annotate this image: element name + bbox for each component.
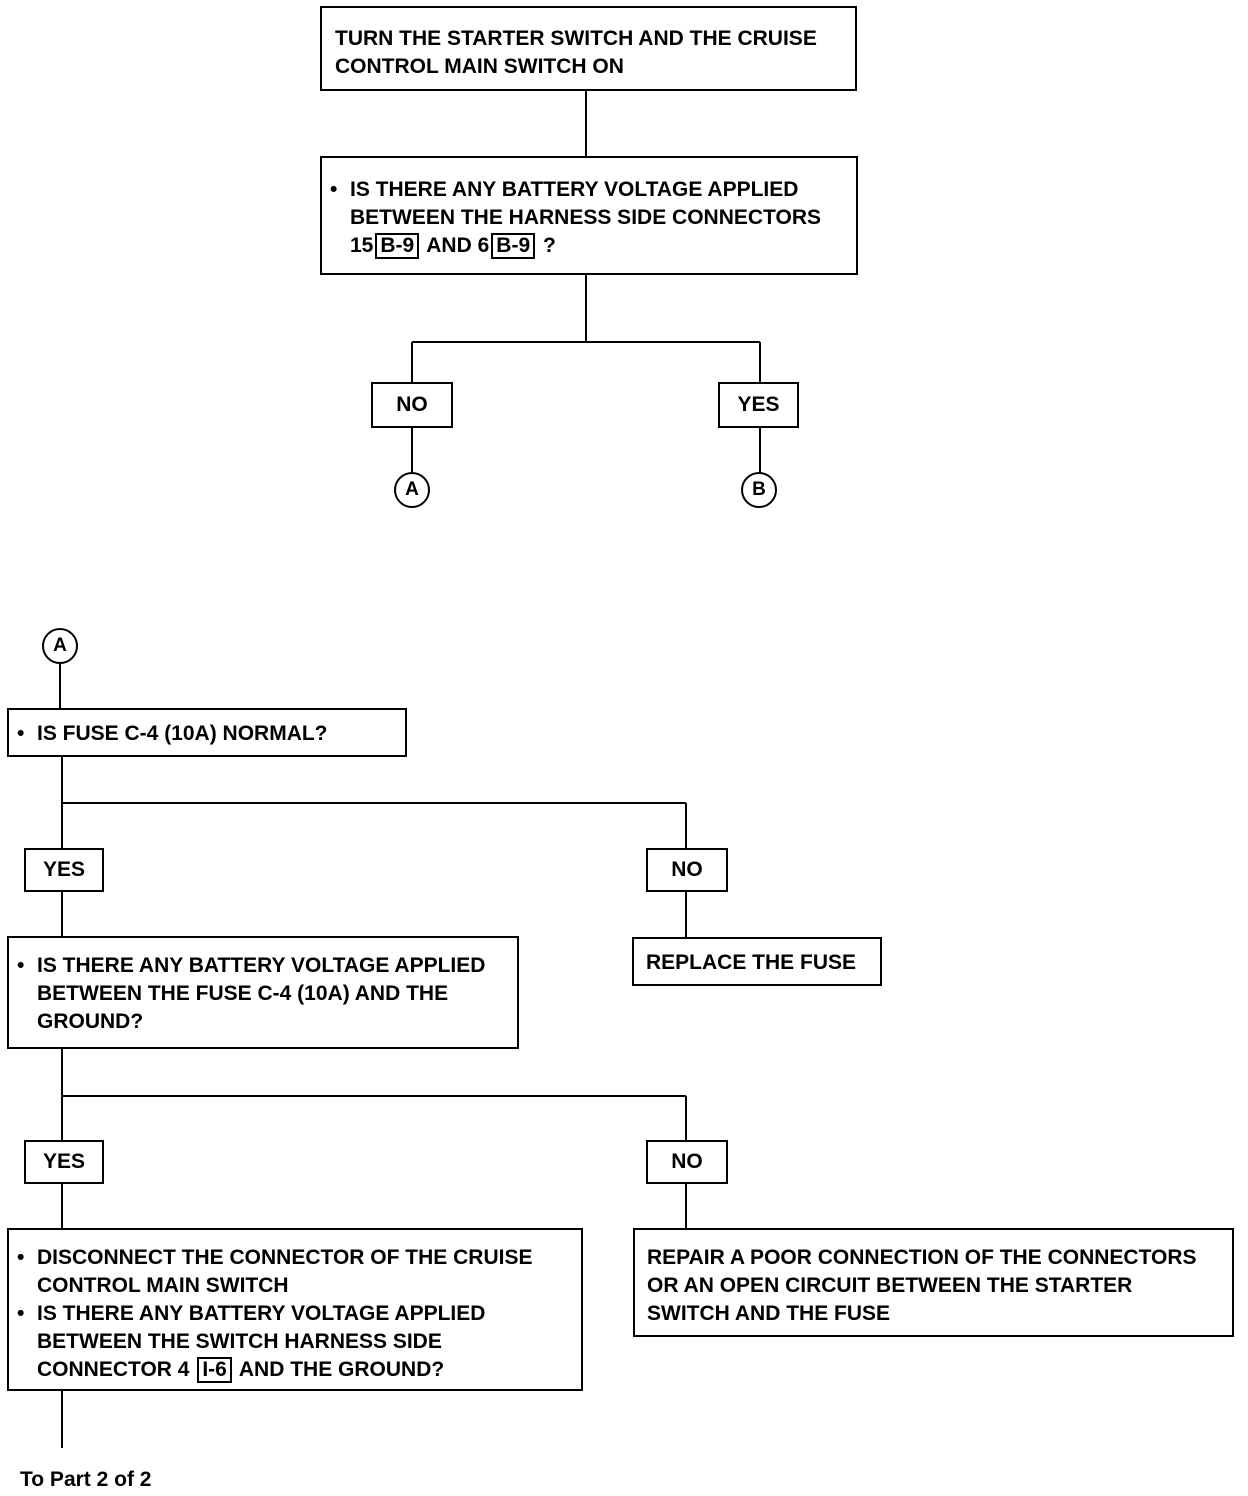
question-battery-fuse-item: IS THERE ANY BATTERY VOLTAGE APPLIED BET… (11, 952, 517, 1036)
question-battery-b9-line1: IS THERE ANY BATTERY VOLTAGE APPLIED (350, 178, 799, 201)
question-battery-b9-item: IS THERE ANY BATTERY VOLTAGE APPLIED BET… (324, 176, 856, 260)
switch-voltage-line1: IS THERE ANY BATTERY VOLTAGE APPLIED (37, 1302, 486, 1325)
question-mark: ? (542, 234, 556, 257)
repair-line1: REPAIR A POOR CONNECTION OF THE CONNECTO… (647, 1246, 1197, 1269)
disconnect-check-box: DISCONNECT THE CONNECTOR OF THE CRUISE C… (7, 1228, 583, 1391)
connector-number-6: AND 6 (426, 234, 490, 257)
branch2-yes-label: YES (24, 848, 104, 892)
step-turn-on-line1: TURN THE STARTER SWITCH AND THE CRUISE (335, 27, 817, 50)
step-turn-on-box: TURN THE STARTER SWITCH AND THE CRUISE C… (320, 6, 857, 91)
repair-connection-box: REPAIR A POOR CONNECTION OF THE CONNECTO… (633, 1228, 1234, 1337)
switch-voltage-question-item: IS THERE ANY BATTERY VOLTAGE APPLIED BET… (11, 1300, 581, 1384)
continue-to-part2-text: To Part 2 of 2 (20, 1468, 152, 1491)
connector-number-4: CONNECTOR 4 (37, 1358, 190, 1381)
switch-voltage-line2: BETWEEN THE SWITCH HARNESS SIDE (37, 1330, 442, 1353)
question-fuse-box: IS FUSE C-4 (10A) NORMAL? (7, 708, 407, 757)
repair-line3: SWITCH AND THE FUSE (647, 1302, 891, 1325)
repair-line2: OR AN OPEN CIRCUIT BETWEEN THE STARTER (647, 1274, 1133, 1297)
disconnect-line1: DISCONNECT THE CONNECTOR OF THE CRUISE (37, 1246, 533, 1269)
question-battery-fuse-line2: BETWEEN THE FUSE C-4 (10A) AND THE (37, 982, 449, 1005)
branch3-yes-label: YES (24, 1140, 104, 1184)
connector-ref-b9-first: B-9 (375, 233, 420, 259)
question-battery-fuse-line1: IS THERE ANY BATTERY VOLTAGE APPLIED (37, 954, 486, 977)
question-battery-b9-box: IS THERE ANY BATTERY VOLTAGE APPLIED BET… (320, 156, 858, 275)
question-fuse-text: IS FUSE C-4 (10A) NORMAL? (37, 722, 328, 745)
disconnect-line2: CONTROL MAIN SWITCH (37, 1274, 289, 1297)
question-battery-fuse-line3: GROUND? (37, 1010, 144, 1033)
disconnect-step-item: DISCONNECT THE CONNECTOR OF THE CRUISE C… (11, 1244, 581, 1300)
connector-a-icon: A (394, 472, 430, 508)
branch1-no-label: NO (371, 382, 453, 428)
connector-ref-b9-second: B-9 (491, 233, 536, 259)
question-battery-b9-line2: BETWEEN THE HARNESS SIDE CONNECTORS (350, 206, 821, 229)
question-battery-fuse-box: IS THERE ANY BATTERY VOLTAGE APPLIED BET… (7, 936, 519, 1049)
replace-fuse-box: REPLACE THE FUSE (632, 937, 882, 986)
step-turn-on-line2: CONTROL MAIN SWITCH ON (335, 55, 624, 78)
connector-ref-i6: I-6 (197, 1357, 232, 1383)
switch-voltage-line3: CONNECTOR 4 I-6 AND THE GROUND? (37, 1356, 581, 1384)
branch3-no-label: NO (646, 1140, 728, 1184)
branch1-yes-label: YES (718, 382, 799, 428)
replace-fuse-text: REPLACE THE FUSE (646, 951, 857, 974)
switch-voltage-ground: AND THE GROUND? (238, 1358, 445, 1381)
question-fuse-item: IS FUSE C-4 (10A) NORMAL? (11, 720, 405, 748)
connector-a-start-icon: A (42, 628, 78, 664)
connector-b-icon: B (741, 472, 777, 508)
connector-number-15: 15 (350, 234, 374, 257)
branch2-no-label: NO (646, 848, 728, 892)
